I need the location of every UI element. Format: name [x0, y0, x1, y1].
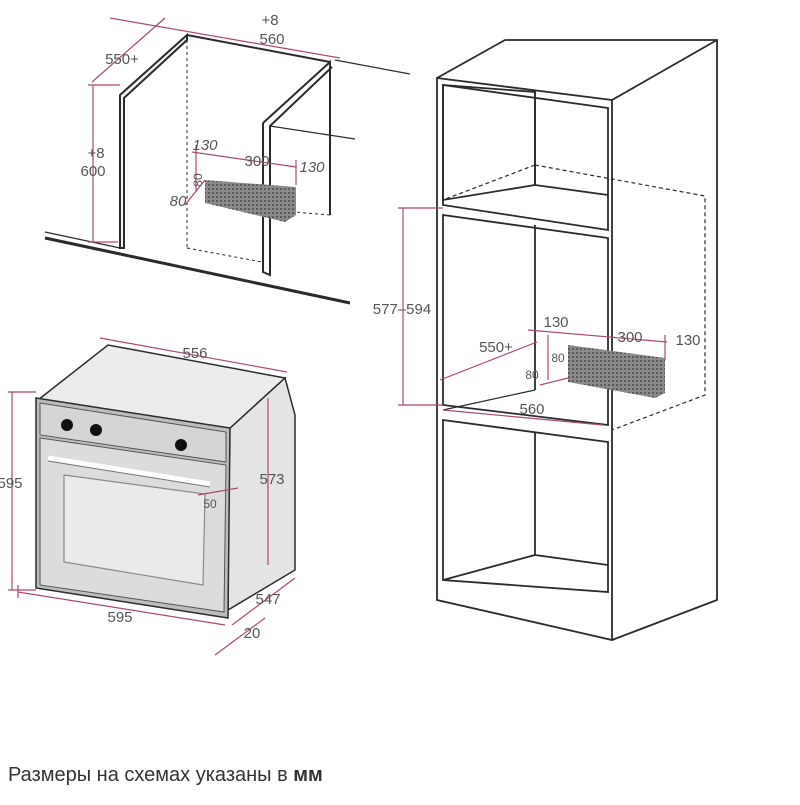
under-counter-vent [205, 180, 296, 222]
oven-knobs [61, 419, 187, 451]
column-vent-left: 130 [543, 314, 568, 331]
column-vent-depth: 80 [525, 368, 539, 382]
under-counter-dimension-lines [88, 17, 341, 243]
column-vent-right: 130 [675, 332, 700, 349]
column-vent [568, 345, 665, 398]
oven-handle-offset: 50 [203, 497, 217, 511]
column-vent-height: 80 [551, 351, 565, 365]
column-vent-width: 300 [617, 329, 642, 346]
column-dimension-lines [398, 207, 668, 426]
column-width: 560 [519, 401, 544, 418]
oven-height: 595 [0, 475, 23, 492]
oven-dimension-lines [8, 337, 296, 656]
under-counter-width-tolerance: +8 [261, 12, 278, 29]
under-counter-height-tolerance: +8 [87, 145, 104, 162]
oven-front-thickness: 20 [244, 625, 261, 642]
under-counter-vent-right: 130 [299, 159, 325, 176]
column-niche-height: 577–594 [373, 301, 431, 318]
under-counter-niche [44, 32, 411, 305]
under-counter-vent-height: 80 [191, 173, 205, 187]
oven-unit [35, 344, 296, 619]
under-counter-vent-left: 130 [192, 137, 218, 154]
dimensions-caption: Размеры на схемах указаны в мм [8, 764, 323, 787]
oven-knob-left [61, 419, 73, 431]
column-depth: 550+ [479, 339, 513, 356]
under-counter-height: 600 [80, 163, 105, 180]
oven-knob-middle [90, 424, 102, 436]
under-counter-vent-width: 300 [244, 153, 269, 170]
caption-text: Размеры на схемах указаны в [8, 764, 294, 786]
under-counter-depth: 550+ [105, 51, 139, 68]
under-counter-vent-depth: 80 [170, 193, 187, 210]
tall-column-cabinet [436, 39, 718, 641]
oven-body-height: 573 [259, 471, 284, 488]
oven-top-depth: 556 [182, 345, 207, 362]
oven-front-width: 595 [107, 609, 132, 626]
under-counter-width: 560 [259, 31, 284, 48]
oven-body-depth: 547 [255, 591, 280, 608]
caption-unit: мм [293, 764, 323, 786]
oven-knob-right [175, 439, 187, 451]
